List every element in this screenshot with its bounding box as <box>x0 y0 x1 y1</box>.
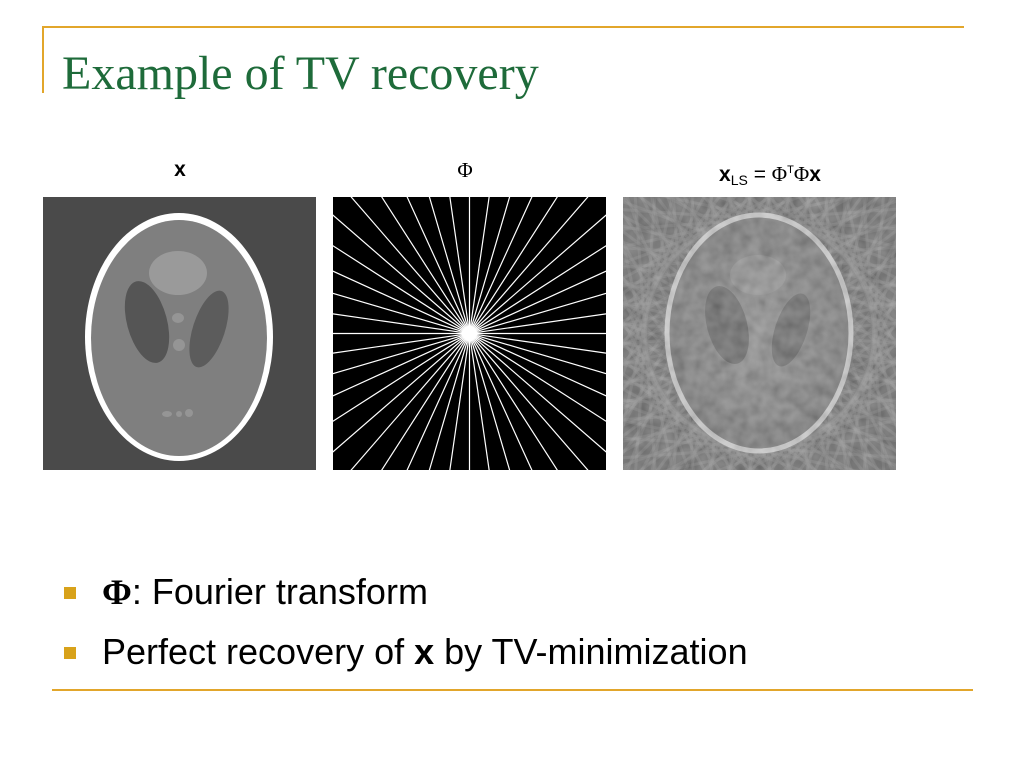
label-xls-sup: T <box>787 164 794 176</box>
label-xls-eq: = <box>747 163 772 186</box>
left-rule <box>42 26 44 93</box>
label-xls: xLS = ΦTΦx <box>680 157 860 188</box>
least-squares-reconstruction <box>623 197 896 470</box>
bullet-square-icon <box>64 647 76 659</box>
bullet-item-fourier: Φ: Fourier transform <box>64 562 748 622</box>
bullet-recovery-before: Perfect recovery of <box>102 631 415 672</box>
label-xls-base: x <box>719 163 731 186</box>
bullet-list: Φ: Fourier transform Perfect recovery of… <box>64 562 748 682</box>
label-xls-phi2: Φ <box>793 162 810 186</box>
phantom-image <box>43 197 316 470</box>
bullet-fourier-text: : Fourier transform <box>131 571 428 612</box>
label-x: x <box>160 157 200 183</box>
slide-title: Example of TV recovery <box>62 47 539 100</box>
label-phi-text: Φ <box>457 158 473 182</box>
radial-sampling-mask <box>333 197 606 470</box>
bullet-recovery-bold: x <box>414 631 435 672</box>
label-xls-phi1: Φ <box>771 162 788 186</box>
label-xls-x: x <box>809 163 821 186</box>
label-xls-sub: LS <box>730 172 748 188</box>
label-phi: Φ <box>445 157 485 183</box>
label-x-text: x <box>174 158 186 181</box>
bottom-rule <box>52 689 973 691</box>
bullet-item-recovery: Perfect recovery of x by TV-minimization <box>64 622 748 682</box>
bullet-phi: Φ <box>102 572 132 612</box>
bullet-recovery-after: by TV-minimization <box>434 631 748 672</box>
bullet-square-icon <box>64 587 76 599</box>
top-rule <box>42 26 964 28</box>
